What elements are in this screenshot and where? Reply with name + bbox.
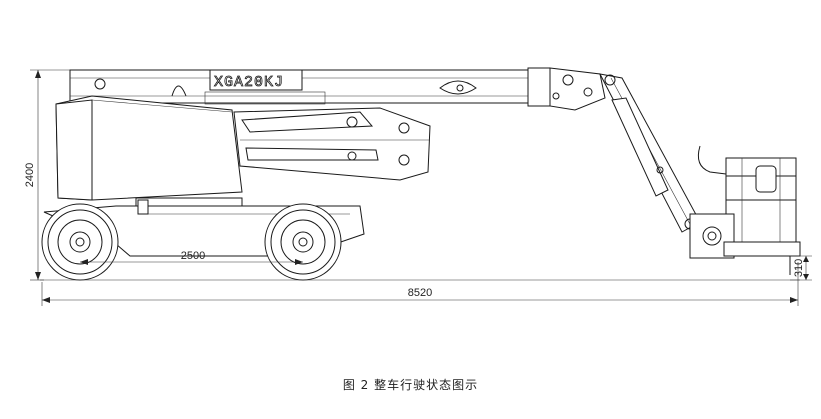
model-label: XGA20KJ [214,74,284,91]
length-dimension: 8520 [41,262,799,306]
jib-arm [599,73,701,233]
wheelbase-dimension: 2500 [80,250,303,265]
rear-wheel [41,203,119,281]
upper-boom: XGA20KJ [69,67,551,107]
height-dimension-label: 2400 [24,163,36,187]
clearance-dimension: 310 [790,255,812,281]
turntable [55,78,243,209]
clearance-dimension-label: 310 [793,259,805,277]
machine-side-view-drawing: XGA20KJ [24,67,812,306]
wheelbase-dimension-label: 2500 [181,250,205,262]
lower-boom [233,107,431,181]
front-wheel [264,203,342,281]
work-platform [689,145,801,275]
figure-caption: 图 2 整车行驶状态图示 [342,378,479,392]
boom-head-knuckle [549,67,606,111]
height-dimension: 2400 [24,69,70,281]
length-dimension-label: 8520 [408,287,432,299]
